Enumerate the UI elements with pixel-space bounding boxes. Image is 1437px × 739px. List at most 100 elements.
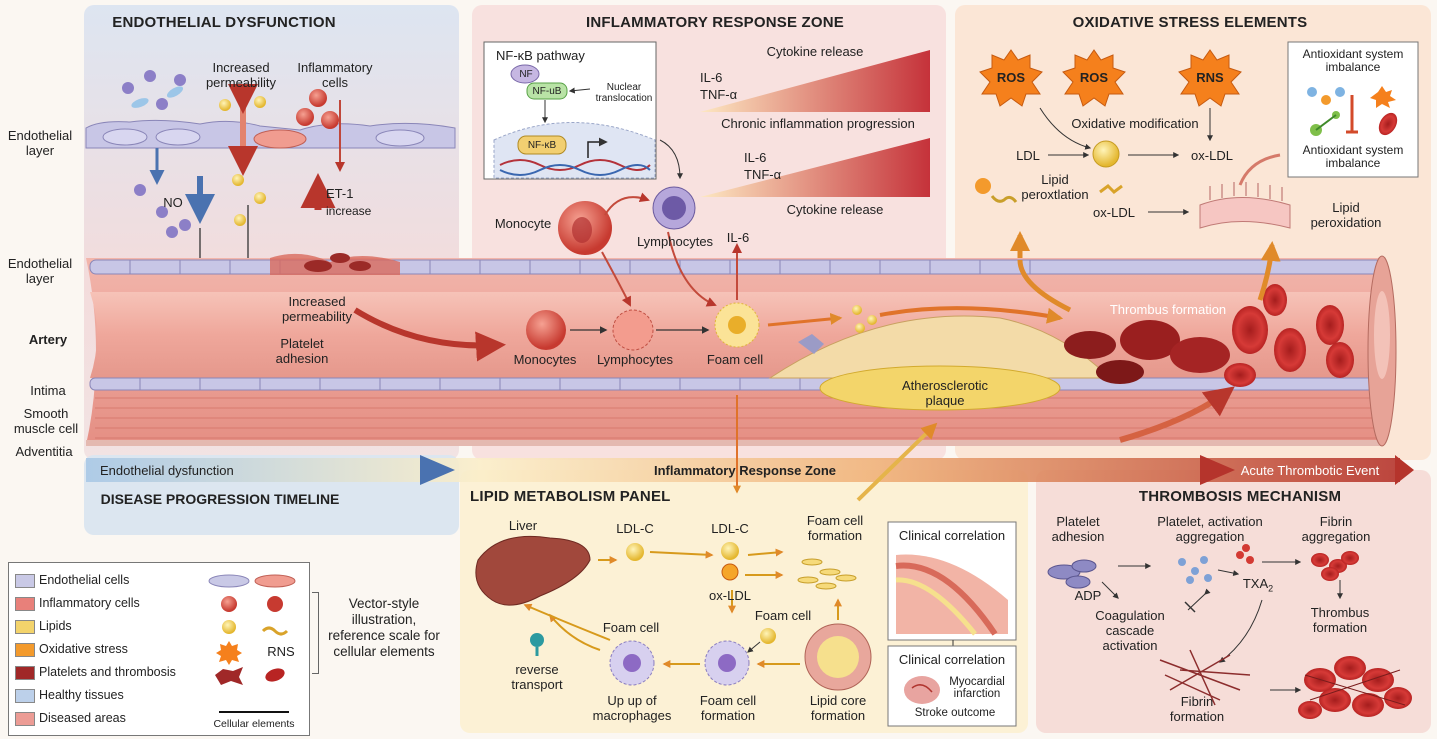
label-nfkb-pathway: NF-κB pathway (496, 48, 585, 63)
legend-item: Diseased areas (13, 709, 218, 729)
label-txa2: TXA2 (1238, 576, 1278, 597)
legend-inflammatory-cell-icon-2 (267, 596, 283, 612)
label-nfkb: NF-κB (527, 140, 557, 151)
legend-swatch (15, 712, 35, 726)
platelet-cluster-left (304, 253, 371, 272)
inflammatory-title: INFLAMMATORY RESPONSE ZONE (586, 14, 844, 31)
label-adventitia: Adventitia (15, 444, 73, 459)
label-foam-cell: Foam cell (706, 352, 764, 367)
label-cytokine-release-top: Cytokine release (766, 44, 864, 59)
label-oxidative-modification: Oxidative modification (1071, 116, 1199, 131)
legend-label: Endothelial cells (39, 573, 130, 587)
label-lipid-peroxtlation: Lipid peroxtlation (1021, 172, 1089, 202)
label-il6-b: IL-6 (744, 150, 767, 165)
label-smooth-muscle: Smooth muscle cell (13, 406, 79, 436)
label-mi: Myocardial infarction (949, 676, 1005, 700)
label-thrombus-formation: Thrombus formation (1109, 302, 1227, 317)
label-platelet-adhesion-th: Platelet adhesion (1051, 514, 1105, 544)
label-ox-ldl-top: ox-LDL (1191, 148, 1233, 163)
label-ox-ldl: ox-LDL (709, 588, 751, 603)
legend-brace (312, 592, 319, 674)
legend-label: Inflammatory cells (39, 596, 140, 610)
label-increase: increase (326, 204, 372, 218)
label-coagulation: Coagulation cascade activation (1095, 608, 1165, 653)
endothelial-title: ENDOTHELIAL DYSFUNCTION (112, 14, 336, 31)
legend-swatch (15, 574, 35, 588)
legend-endothelial-cell-icon (208, 574, 250, 588)
label-ldl: LDL (1016, 148, 1040, 163)
label-foam-cell-small: Foam cell (754, 608, 812, 623)
label-foam-cell-formation-top: Foam cell formation (806, 513, 864, 543)
legend-swatch (15, 689, 35, 703)
legend-label: Platelets and thrombosis (39, 665, 176, 679)
label-nf: NF (519, 69, 533, 80)
timeline-inflammatory-zone: Inflammatory Response Zone (653, 463, 837, 478)
legend-oxidative-burst-icon (216, 641, 242, 665)
timeline-acute-event: Acute Thrombotic Event (1240, 463, 1380, 478)
label-endothelial-layer-top: Endothelial layer (7, 128, 73, 158)
lipid-title: LIPID METABOLISM PANEL (470, 488, 671, 505)
label-increased-permeability: Increased permeability (281, 294, 353, 324)
label-endothelial-layer: Endothelial layer (7, 256, 73, 286)
label-rns: RNS (1196, 70, 1224, 85)
top-endothelial-layer (85, 119, 456, 149)
legend-swatch (15, 666, 35, 680)
legend-diseased-cell-icon (254, 574, 296, 588)
thrombus-cluster (1064, 284, 1354, 387)
legend-inflammatory-cell-icon (221, 596, 237, 612)
legend-lipid-icon (222, 620, 236, 634)
label-il6-a: IL-6 (700, 70, 723, 85)
label-atherosclerotic-plaque: Atherosclerotic plaque (902, 378, 988, 408)
legend-icons (208, 574, 296, 685)
legend-swatch (15, 643, 35, 657)
label-artery: Artery (28, 332, 68, 347)
label-adp: ADP (1074, 588, 1102, 603)
label-monocyte: Monocyte (494, 216, 552, 231)
timeline-title: DISEASE PROGRESSION TIMELINE (100, 491, 340, 507)
label-lipid-core: Lipid core formation (809, 693, 867, 723)
legend-box: Endothelial cells Inflammatory cells Lip… (8, 562, 310, 736)
label-fibrin-formation: Fibrin formation (1169, 694, 1225, 724)
thrombosis-title: THROMBOSIS MECHANISM (1138, 488, 1342, 505)
legend-platelet-icon (215, 667, 243, 685)
label-monocytes: Monocytes (513, 352, 577, 367)
legend-scale-bar (219, 711, 289, 713)
label-chronic-progression: Chronic inflammation progression (721, 116, 915, 131)
legend-label: Oxidative stress (39, 642, 128, 656)
legend-item: Inflammatory cells (13, 594, 218, 614)
label-il6-c: IL-6 (726, 230, 750, 245)
label-ldlc-1: LDL-C (616, 521, 654, 536)
label-increased-permeability-top: Increased permeability (205, 60, 277, 90)
label-ldlc-2: LDL-C (711, 521, 749, 536)
thrombus-formation-cluster (1298, 656, 1412, 719)
label-liver: Liver (508, 518, 538, 533)
label-lipid-peroxidation: Lipid peroxidation (1310, 200, 1382, 230)
label-stroke: Stroke outcome (914, 707, 996, 719)
label-tnf-a: TNF-α (700, 87, 738, 102)
label-inflammatory-cells: Inflammatory cells (297, 60, 373, 90)
label-cytokine-release-bottom: Cytokine release (786, 202, 884, 217)
legend-item: Endothelial cells (13, 571, 218, 591)
label-platelet-adhesion: Platelet adhesion (275, 336, 329, 366)
txa2-text: TXA (1242, 576, 1269, 591)
label-lymphocytes-top: Lymphocytes (636, 234, 714, 249)
legend-item: Healthy tissues (13, 686, 218, 706)
txa2-subscript: 2 (1268, 583, 1274, 594)
label-clinical-1: Clinical correlation (898, 528, 1006, 543)
legend-lipid-chain-icon (261, 626, 289, 636)
label-reverse-transport: reverse transport (511, 662, 563, 692)
legend-rns: RNS (267, 644, 295, 659)
thrombosis-panel (1036, 470, 1431, 733)
label-clinical-2: Clinical correlation (898, 652, 1006, 667)
label-thrombus-formation-th: Thrombus formation (1310, 605, 1370, 635)
label-nuclear-translocation: Nuclear translocation (595, 82, 653, 104)
legend-scale-label: Cellular elements (213, 718, 295, 730)
legend-rbc-icon (265, 668, 285, 682)
legend-note: Vector-style illustration, reference sca… (328, 596, 440, 659)
legend-swatch (15, 597, 35, 611)
legend-item: Platelets and thrombosis (13, 663, 218, 683)
legend-label: Lipids (39, 619, 72, 633)
label-fibrin-aggregation: Fibrin aggregation (1301, 514, 1371, 544)
label-et1: ET-1 (326, 186, 354, 201)
